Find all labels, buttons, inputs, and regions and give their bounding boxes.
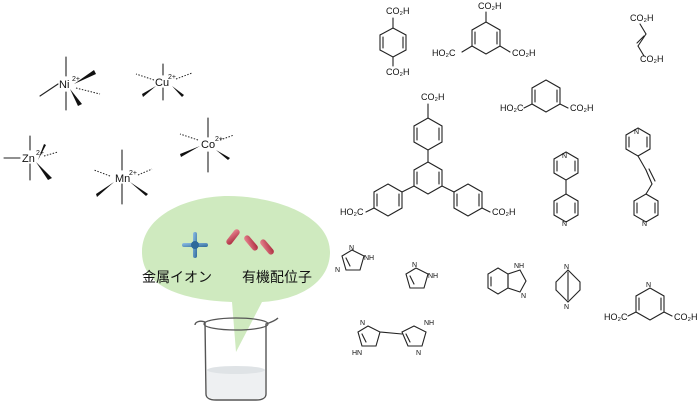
ligand-btb: CO₂H HO₂C CO₂H (340, 92, 516, 217)
atom-n: N (646, 282, 651, 289)
ligand-triazole: N N NH (335, 245, 374, 274)
group-nh: NH (514, 263, 524, 270)
atom-n: N (360, 320, 365, 327)
metal-ion-label: 金属イオン (142, 270, 212, 286)
atom-n: N (349, 245, 354, 252)
organic-ligand-label: 有機配位子 (242, 270, 312, 286)
ligand-terephthalic-acid: CO₂H CO₂H (379, 6, 410, 77)
atom-n: N (564, 264, 569, 271)
metal-symbol: Mn (115, 173, 130, 185)
organic-ligand-icon (226, 229, 274, 255)
metal-ion-icon (182, 232, 208, 258)
ligand-bpe: N N (625, 127, 659, 228)
group-co2h: CO₂H (674, 312, 698, 322)
group-co2h: CO₂H (630, 13, 654, 23)
beaker (194, 317, 279, 401)
ligand-fumaric-acid: CO₂H CO₂H (630, 13, 664, 64)
group-co2h: CO₂H (640, 54, 664, 64)
atom-n: N (562, 221, 567, 228)
atom-n: N (642, 221, 647, 228)
atom-n: N (335, 267, 340, 274)
group-co2h: CO₂H (386, 67, 410, 77)
ligand-isophthalic-acid: HO₂C CO₂H (500, 79, 594, 113)
speech-bubble (142, 196, 330, 352)
metal-cu-complex: Cu 2+ (135, 63, 193, 101)
group-co2h: CO₂H (478, 1, 502, 11)
atom-n: N (562, 153, 567, 160)
metal-charge: 2+ (36, 150, 44, 157)
group-nh: NH (428, 273, 438, 280)
metal-zn-complex: Zn 2+ (3, 135, 59, 181)
metal-charge: 2+ (168, 74, 176, 81)
group-ho2c: HO₂C (340, 207, 364, 217)
metal-charge: 2+ (215, 136, 223, 143)
group-co2h: CO₂H (492, 207, 516, 217)
group-nh: NH (364, 255, 374, 262)
group-co2h: CO₂H (570, 103, 594, 113)
atom-n: N (634, 129, 639, 136)
group-ho2c: HO₂C (604, 312, 628, 322)
metal-symbol: Cu (155, 77, 169, 89)
atom-n: N (521, 293, 526, 300)
group-nh: NH (424, 320, 434, 327)
ligand-benzimidazole: NH N (487, 263, 527, 300)
group-co2h: CO₂H (421, 92, 445, 102)
ligand-dabco: N N (555, 264, 581, 311)
atom-n: N (564, 304, 569, 311)
metal-co-complex: Co 2+ (179, 117, 235, 173)
metal-symbol: Zn (22, 153, 35, 165)
group-co2h: CO₂H (512, 48, 536, 58)
atom-n: N (416, 350, 421, 357)
metal-mn-complex: Mn 2+ (93, 149, 153, 205)
group-co2h: CO₂H (386, 6, 410, 16)
metal-ni-complex: Ni 2+ (39, 56, 101, 111)
ligand-pyridine-dicarboxylic-acid: N HO₂C CO₂H (604, 282, 698, 322)
ligand-bipyridine: N N (553, 151, 579, 228)
ligand-trimesic-acid: CO₂H HO₂C CO₂H (432, 1, 536, 58)
atom-n: N (412, 262, 417, 269)
group-ho2c: HO₂C (500, 103, 524, 113)
metal-symbol: Ni (59, 79, 69, 91)
metal-charge: 2+ (72, 76, 80, 83)
ligand-imidazole: N NH (405, 262, 438, 289)
ligand-bipyrazole: N HN NH N (352, 320, 434, 357)
metal-charge: 2+ (129, 170, 137, 177)
group-hn: HN (352, 350, 362, 357)
group-ho2c: HO₂C (432, 48, 456, 58)
metal-symbol: Co (201, 139, 215, 151)
